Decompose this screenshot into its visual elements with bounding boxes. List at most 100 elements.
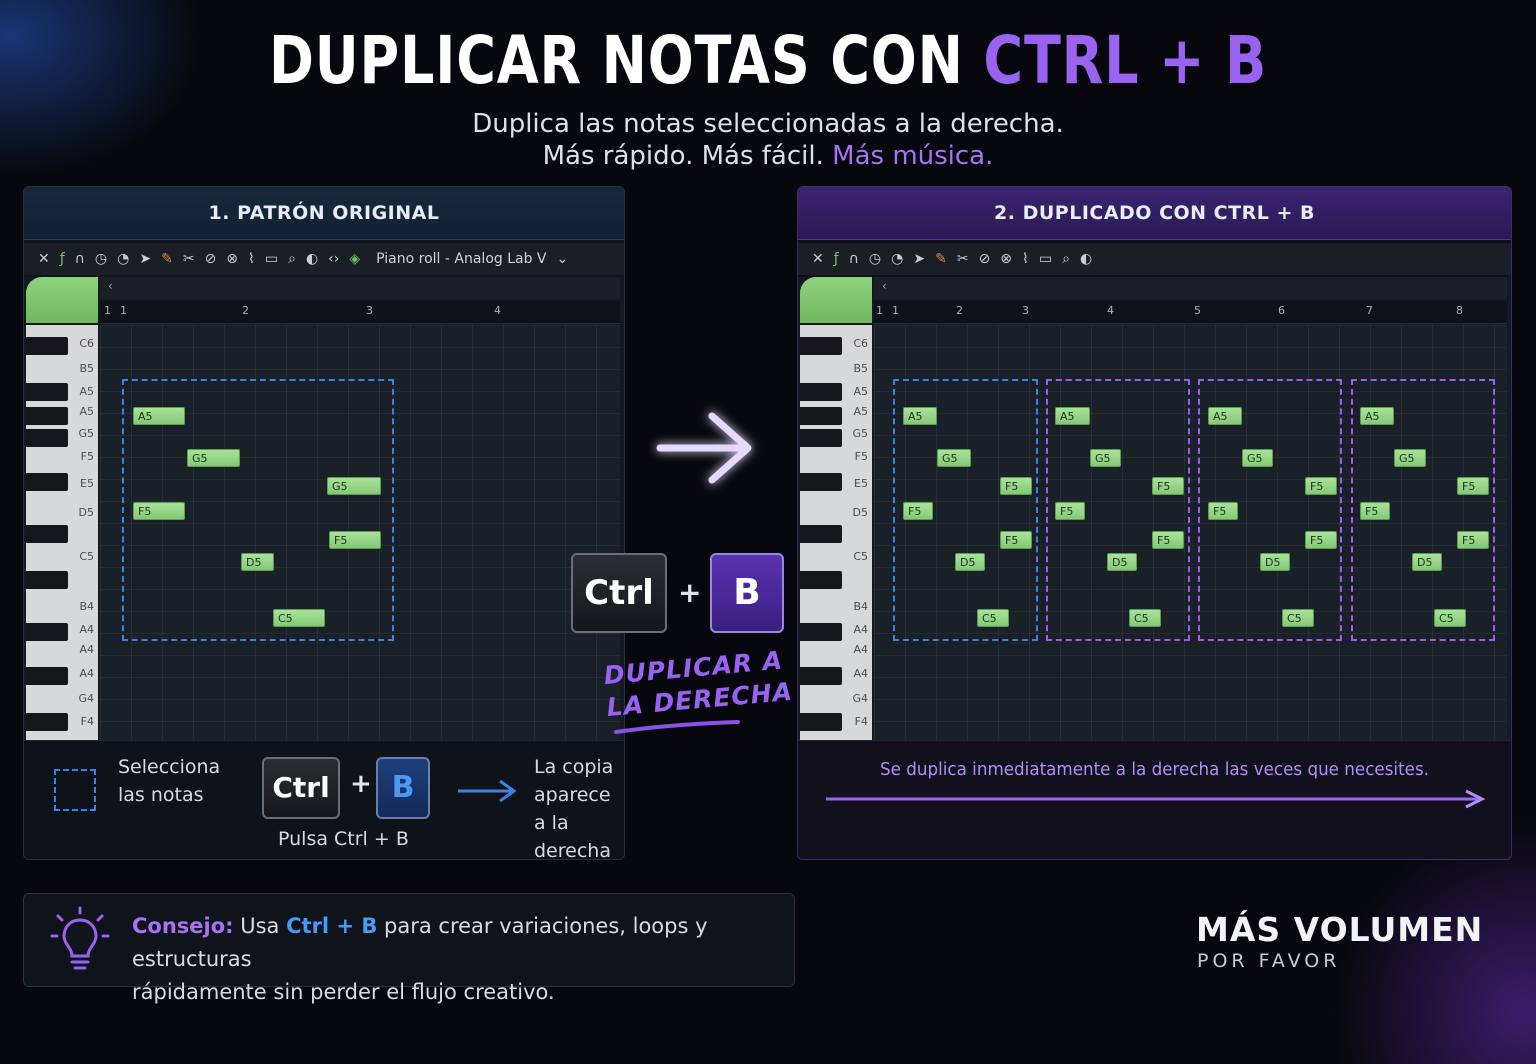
chevron-down-icon[interactable]: ⌄ <box>556 251 569 267</box>
midi-note[interactable]: G5 <box>937 449 971 467</box>
black-key[interactable] <box>800 337 842 355</box>
arrow-icon[interactable]: ➤ <box>139 251 152 267</box>
midi-note[interactable]: F5 <box>1000 531 1032 549</box>
clock-icon[interactable]: ◷ <box>868 251 882 267</box>
black-key[interactable] <box>800 623 842 641</box>
black-key[interactable] <box>26 571 68 589</box>
delete-icon[interactable]: ⊘ <box>978 251 991 267</box>
pencil-icon[interactable]: ✎ <box>935 251 947 267</box>
select-icon[interactable]: ▭ <box>1038 251 1053 267</box>
midi-note[interactable]: G5 <box>1242 449 1273 467</box>
midi-note[interactable]: D5 <box>1107 553 1137 571</box>
instrument-icon[interactable]: ◈ <box>349 251 361 267</box>
horizontal-scroll-row[interactable]: ‹ <box>874 277 1507 299</box>
close-icon[interactable]: ✕ <box>38 251 50 267</box>
metronome-icon[interactable]: ◔ <box>891 251 904 267</box>
piano-keyboard[interactable]: C6 B5 A5 A5 G5 F5 E5 D5 C5 B4 A4 A4 A4 G… <box>800 325 872 741</box>
select-icon[interactable]: ▭ <box>264 251 279 267</box>
selection-box[interactable] <box>893 379 1038 641</box>
black-key[interactable] <box>800 473 842 491</box>
piano-roll-title[interactable]: Piano roll - Analog Lab V <box>376 251 547 267</box>
black-key[interactable] <box>800 525 842 543</box>
midi-note[interactable]: G5 <box>1394 449 1426 467</box>
midi-note[interactable]: F5 <box>1000 477 1032 495</box>
piano-keyboard[interactable]: C6 B5 A5 A5 G5 F5 E5 D5 C5 B4 A4 A4 A4 G… <box>26 325 98 741</box>
script-icon[interactable]: ƒ <box>833 251 839 267</box>
black-key[interactable] <box>26 429 68 447</box>
brush-icon[interactable]: ✂ <box>956 251 969 267</box>
nudge-icon[interactable]: ‹› <box>328 251 340 267</box>
midi-note[interactable]: C5 <box>1282 609 1314 627</box>
midi-note[interactable]: A5 <box>903 407 937 425</box>
black-key[interactable] <box>800 713 842 731</box>
black-key[interactable] <box>800 383 842 401</box>
midi-note[interactable]: D5 <box>955 553 985 571</box>
magnet-icon[interactable]: ∩ <box>74 251 85 267</box>
midi-note[interactable]: C5 <box>273 609 325 627</box>
black-key[interactable] <box>800 667 842 685</box>
midi-note[interactable]: F5 <box>1305 531 1337 549</box>
midi-note[interactable]: F5 <box>1208 502 1238 520</box>
mute-icon[interactable]: ⊗ <box>1000 251 1013 267</box>
magnet-icon[interactable]: ∩ <box>848 251 859 267</box>
black-key[interactable] <box>800 571 842 589</box>
duplicate-box[interactable] <box>1198 379 1342 641</box>
scroll-left-icon[interactable]: ‹ <box>108 279 113 293</box>
zoom-icon[interactable]: ⌕ <box>288 251 296 267</box>
midi-note[interactable]: F5 <box>1055 502 1085 520</box>
playback-icon[interactable]: ◐ <box>305 251 319 267</box>
clock-icon[interactable]: ◷ <box>94 251 108 267</box>
delete-icon[interactable]: ⊘ <box>204 251 217 267</box>
midi-note[interactable]: F5 <box>1152 477 1184 495</box>
midi-note[interactable]: A5 <box>1208 407 1242 425</box>
slice-icon[interactable]: ⌇ <box>1022 251 1029 267</box>
black-key[interactable] <box>800 429 842 447</box>
horizontal-scroll-row[interactable]: ‹ <box>100 277 620 299</box>
duplicate-box[interactable] <box>1351 379 1495 641</box>
midi-note[interactable]: A5 <box>1360 407 1394 425</box>
midi-note[interactable]: F5 <box>1152 531 1184 549</box>
midi-note[interactable]: C5 <box>1434 609 1466 627</box>
duplicate-box[interactable] <box>1046 379 1190 641</box>
midi-note[interactable]: F5 <box>903 502 933 520</box>
close-icon[interactable]: ✕ <box>812 251 824 267</box>
arrow-icon[interactable]: ➤ <box>913 251 926 267</box>
midi-note[interactable]: A5 <box>133 407 185 425</box>
midi-note[interactable]: G5 <box>1090 449 1121 467</box>
black-key[interactable] <box>26 623 68 641</box>
zoom-icon[interactable]: ⌕ <box>1062 251 1070 267</box>
midi-note[interactable]: C5 <box>1129 609 1161 627</box>
midi-note[interactable]: D5 <box>1260 553 1290 571</box>
note-grid-duplicated[interactable]: A5 G5 F5 F5 F5 D5 C5 A5 G5 F5 F5 F5 D5 C… <box>874 325 1507 741</box>
black-key[interactable] <box>26 337 68 355</box>
black-key[interactable] <box>26 407 68 425</box>
midi-note[interactable]: F5 <box>1305 477 1337 495</box>
playback-icon[interactable]: ◐ <box>1079 251 1093 267</box>
midi-note[interactable]: F5 <box>1457 477 1489 495</box>
mute-icon[interactable]: ⊗ <box>226 251 239 267</box>
midi-note[interactable]: C5 <box>977 609 1009 627</box>
timeline-ruler[interactable]: 1 1 2 3 4 <box>100 301 620 324</box>
midi-note[interactable]: D5 <box>241 553 274 571</box>
midi-note[interactable]: A5 <box>1055 407 1090 425</box>
midi-note[interactable]: G5 <box>187 449 240 467</box>
midi-note[interactable]: F5 <box>133 502 185 520</box>
black-key[interactable] <box>26 383 68 401</box>
note-grid[interactable]: A5 G5 F5 G5 F5 D5 C5 <box>100 325 620 741</box>
midi-note[interactable]: F5 <box>1360 502 1390 520</box>
black-key[interactable] <box>800 407 842 425</box>
midi-note[interactable]: F5 <box>1457 531 1489 549</box>
metronome-icon[interactable]: ◔ <box>117 251 130 267</box>
timeline-ruler[interactable]: 1 1 2 3 4 5 6 7 8 <box>874 301 1507 324</box>
pencil-icon[interactable]: ✎ <box>161 251 173 267</box>
black-key[interactable] <box>26 525 68 543</box>
midi-note[interactable]: D5 <box>1412 553 1442 571</box>
black-key[interactable] <box>26 667 68 685</box>
slice-icon[interactable]: ⌇ <box>248 251 255 267</box>
scroll-left-icon[interactable]: ‹ <box>882 279 887 293</box>
black-key[interactable] <box>26 713 68 731</box>
midi-note[interactable]: G5 <box>327 477 381 495</box>
black-key[interactable] <box>26 473 68 491</box>
selection-box[interactable] <box>122 379 394 641</box>
script-icon[interactable]: ƒ <box>59 251 65 267</box>
